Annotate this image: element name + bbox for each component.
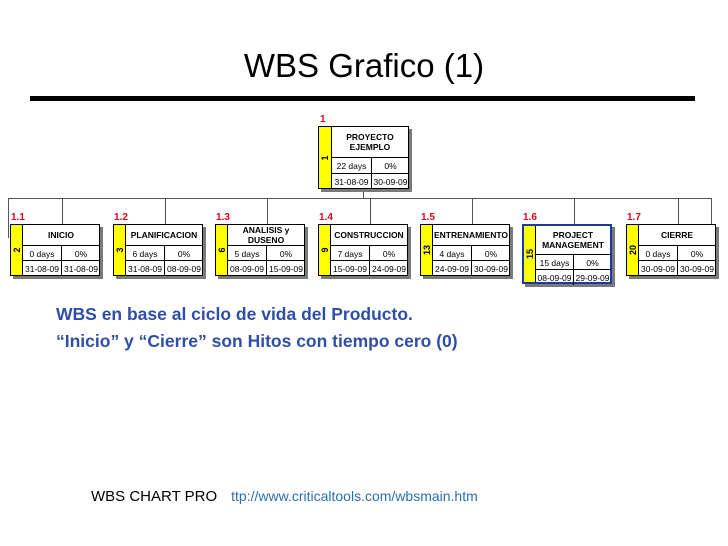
- wbs-node-id: 1.2: [114, 212, 128, 223]
- wbs-node-start: 24-09-09: [433, 260, 471, 276]
- wbs-node-side-code: 2: [11, 225, 23, 275]
- wbs-node-side-code: 1: [319, 127, 332, 188]
- wbs-node-duration: 7 days: [331, 245, 369, 261]
- wbs-node-duration: 0 days: [639, 245, 677, 261]
- wbs-node-id: 1.3: [216, 212, 230, 223]
- wbs-node-duration: 22 days: [332, 157, 371, 174]
- caption-line-2: “Inicio” y “Cierre” son Hitos con tiempo…: [56, 331, 458, 351]
- connector-child-5: [472, 198, 473, 224]
- wbs-node-name: CONSTRUCCION: [334, 229, 404, 240]
- wbs-node-percent: 0%: [164, 245, 203, 261]
- wbs-node-name: INICIO: [48, 229, 74, 240]
- footer-label: WBS CHART PRO: [91, 488, 218, 505]
- wbs-node-end: 30-09-09: [677, 260, 716, 276]
- wbs-node-id: 1.5: [421, 212, 435, 223]
- wbs-node-name: PROJECT MANAGEMENT: [542, 229, 604, 250]
- wbs-node-1-1[interactable]: 2 INICIO 0 days 0% 31-08-09 31-08-09: [10, 224, 100, 276]
- footer-link[interactable]: ttp://www.criticaltools.com/wbsmain.htm: [231, 488, 478, 504]
- wbs-node-1-4[interactable]: 9 CONSTRUCCION 7 days 0% 15-09-09 24-09-…: [318, 224, 408, 276]
- wbs-node-root[interactable]: 1 PROYECTO EJEMPLO 22 days 0% 31-08-09 3…: [318, 126, 409, 189]
- wbs-node-end: 30-09-09: [471, 260, 510, 276]
- wbs-node-percent: 0%: [369, 245, 408, 261]
- slide-title: WBS Grafico (1): [243, 47, 485, 84]
- wbs-node-end: 30-09-09: [371, 173, 409, 189]
- wbs-node-percent: 0%: [573, 254, 611, 270]
- wbs-node-side-code: 6: [216, 225, 228, 275]
- wbs-node-duration: 6 days: [126, 245, 164, 261]
- connector-child-3: [267, 198, 268, 224]
- wbs-node-start: 08-09-09: [536, 269, 573, 285]
- wbs-node-start: 08-09-09: [228, 260, 266, 276]
- wbs-node-id: 1: [320, 114, 326, 125]
- wbs-node-start: 15-09-09: [331, 260, 369, 276]
- wbs-node-end: 24-09-09: [369, 260, 408, 276]
- connector-child-2: [165, 198, 166, 224]
- wbs-node-duration: 4 days: [433, 245, 471, 261]
- wbs-node-end: 29-09-09: [573, 269, 611, 285]
- wbs-node-id: 1.7: [627, 212, 641, 223]
- wbs-node-id: 1.4: [319, 212, 333, 223]
- footer: WBS CHART PRO ttp://www.criticaltools.com…: [91, 488, 478, 505]
- wbs-node-end: 08-09-09: [164, 260, 203, 276]
- wbs-node-side-code: 3: [114, 225, 126, 275]
- wbs-node-name: ENTRENAMIENTO: [434, 229, 508, 240]
- wbs-node-start: 31-08-09: [126, 260, 164, 276]
- connector-child-6: [574, 198, 575, 224]
- wbs-node-name: ANALISIS y DUSENO: [242, 224, 290, 245]
- wbs-node-side-code: 20: [627, 225, 639, 275]
- wbs-node-id: 1.6: [523, 212, 537, 223]
- title-underline: [30, 96, 695, 101]
- wbs-node-start: 31-08-09: [332, 173, 371, 189]
- wbs-node-percent: 0%: [61, 245, 100, 261]
- wbs-node-end: 15-09-09: [266, 260, 305, 276]
- connector-child-7: [678, 198, 679, 224]
- wbs-node-start: 31-08-09: [23, 260, 61, 276]
- connector-horizontal-bus: [8, 198, 712, 199]
- caption-line-1: WBS en base al ciclo de vida del Product…: [56, 304, 413, 324]
- connector-child-1: [62, 198, 63, 224]
- wbs-node-1-7[interactable]: 20 CIERRE 0 days 0% 30-09-09 30-09-09: [626, 224, 716, 276]
- wbs-node-1-3[interactable]: 6 ANALISIS y DUSENO 5 days 0% 08-09-09 1…: [215, 224, 305, 276]
- wbs-node-end: 31-08-09: [61, 260, 100, 276]
- connector-right-end: [711, 198, 712, 238]
- wbs-node-percent: 0%: [677, 245, 716, 261]
- wbs-node-1-6[interactable]: 15 PROJECT MANAGEMENT 15 days 0% 08-09-0…: [522, 224, 612, 285]
- wbs-node-duration: 5 days: [228, 245, 266, 261]
- wbs-node-side-code: 9: [319, 225, 331, 275]
- wbs-node-side-code: 15: [524, 226, 536, 282]
- connector-child-4: [370, 198, 371, 224]
- wbs-node-start: 30-09-09: [639, 260, 677, 276]
- wbs-node-duration: 0 days: [23, 245, 61, 261]
- wbs-node-percent: 0%: [371, 157, 409, 174]
- wbs-node-name: PLANIFICACION: [130, 229, 198, 240]
- wbs-node-1-5[interactable]: 13 ENTRENAMIENTO 4 days 0% 24-09-09 30-0…: [420, 224, 510, 276]
- wbs-node-name: PROYECTO EJEMPLO: [346, 131, 394, 152]
- wbs-node-percent: 0%: [471, 245, 510, 261]
- wbs-node-name: CIERRE: [660, 229, 694, 240]
- connector-left-end: [8, 198, 9, 238]
- wbs-node-side-code: 13: [421, 225, 433, 275]
- wbs-node-1-2[interactable]: 3 PLANIFICACION 6 days 0% 31-08-09 08-09…: [113, 224, 203, 276]
- wbs-node-duration: 15 days: [536, 254, 573, 270]
- wbs-node-percent: 0%: [266, 245, 305, 261]
- connector-root-down: [363, 190, 364, 198]
- wbs-node-id: 1.1: [11, 212, 25, 223]
